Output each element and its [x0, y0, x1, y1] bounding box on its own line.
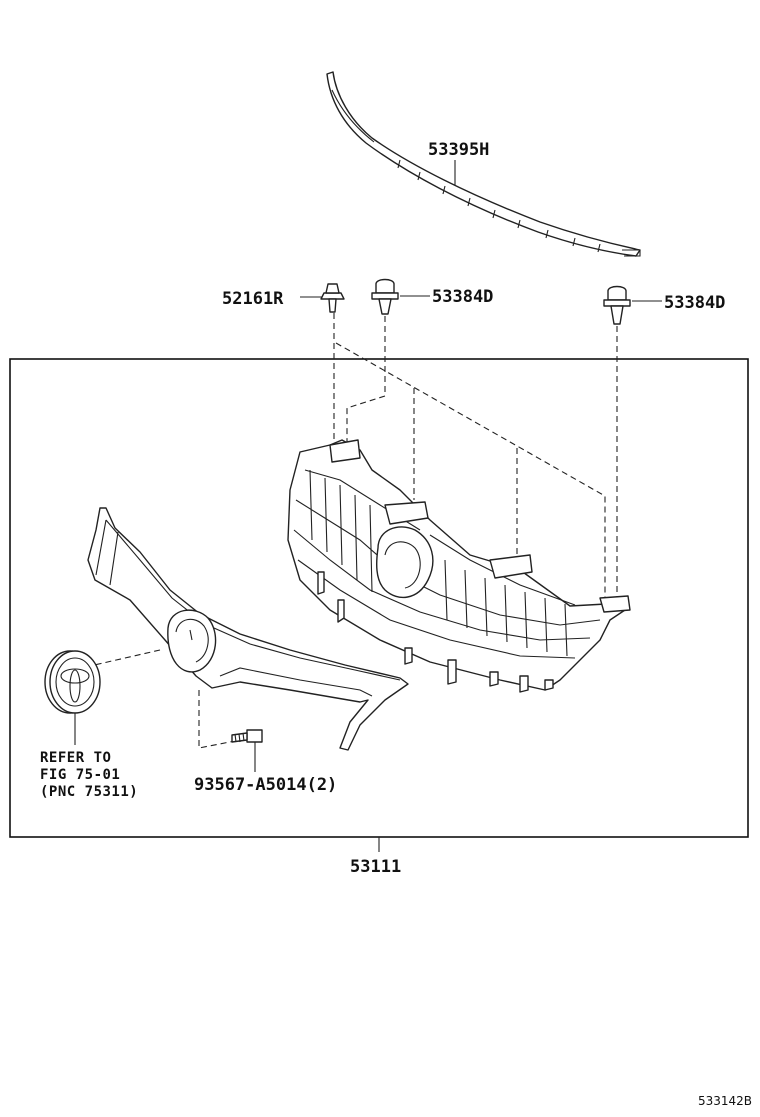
callout-molding: 53395H	[428, 140, 489, 160]
reference-note-line2: FIG 75-01	[40, 767, 120, 783]
callout-retainer-right: 53384D	[664, 293, 725, 313]
installation-guide-lines	[89, 313, 618, 749]
callout-retainer-left: 53384D	[432, 287, 493, 307]
callout-assembly: 53111	[350, 857, 401, 877]
retainer-right-part[interactable]	[603, 285, 631, 325]
callout-screw: 93567-A5014(2)	[194, 775, 337, 795]
retainer-left-part[interactable]	[371, 278, 399, 315]
radiator-grille-part[interactable]	[287, 439, 631, 693]
reference-note: REFER TO FIG 75-01 (PNC 75311)	[40, 750, 138, 800]
screw-part[interactable]	[231, 729, 263, 743]
grille-molding-strip[interactable]	[326, 71, 641, 257]
clip-part[interactable]	[320, 283, 345, 313]
reference-note-line3: (PNC 75311)	[40, 784, 138, 800]
callout-clip: 52161R	[222, 289, 284, 309]
emblem-part[interactable]	[44, 650, 101, 714]
front-grille-panel-part[interactable]	[87, 507, 409, 751]
illustration-code: 533142B	[698, 1094, 752, 1108]
reference-note-line1: REFER TO	[40, 750, 111, 766]
